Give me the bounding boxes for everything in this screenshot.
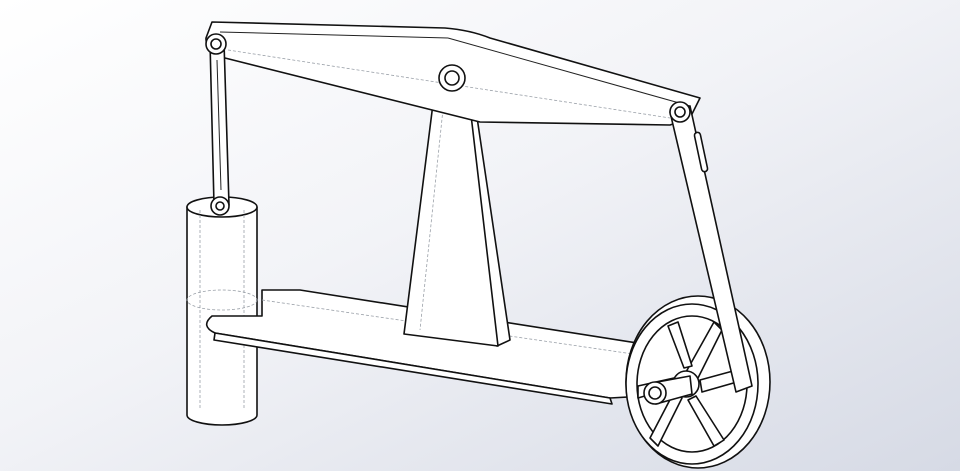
crank-axle: [643, 375, 693, 405]
crank-rod: [669, 101, 753, 393]
cylinder: [186, 196, 258, 426]
beam-pivot: [438, 64, 466, 92]
piston-rod: [205, 33, 230, 216]
flywheel-spokes: [637, 321, 745, 447]
rod-slot: [693, 131, 709, 173]
